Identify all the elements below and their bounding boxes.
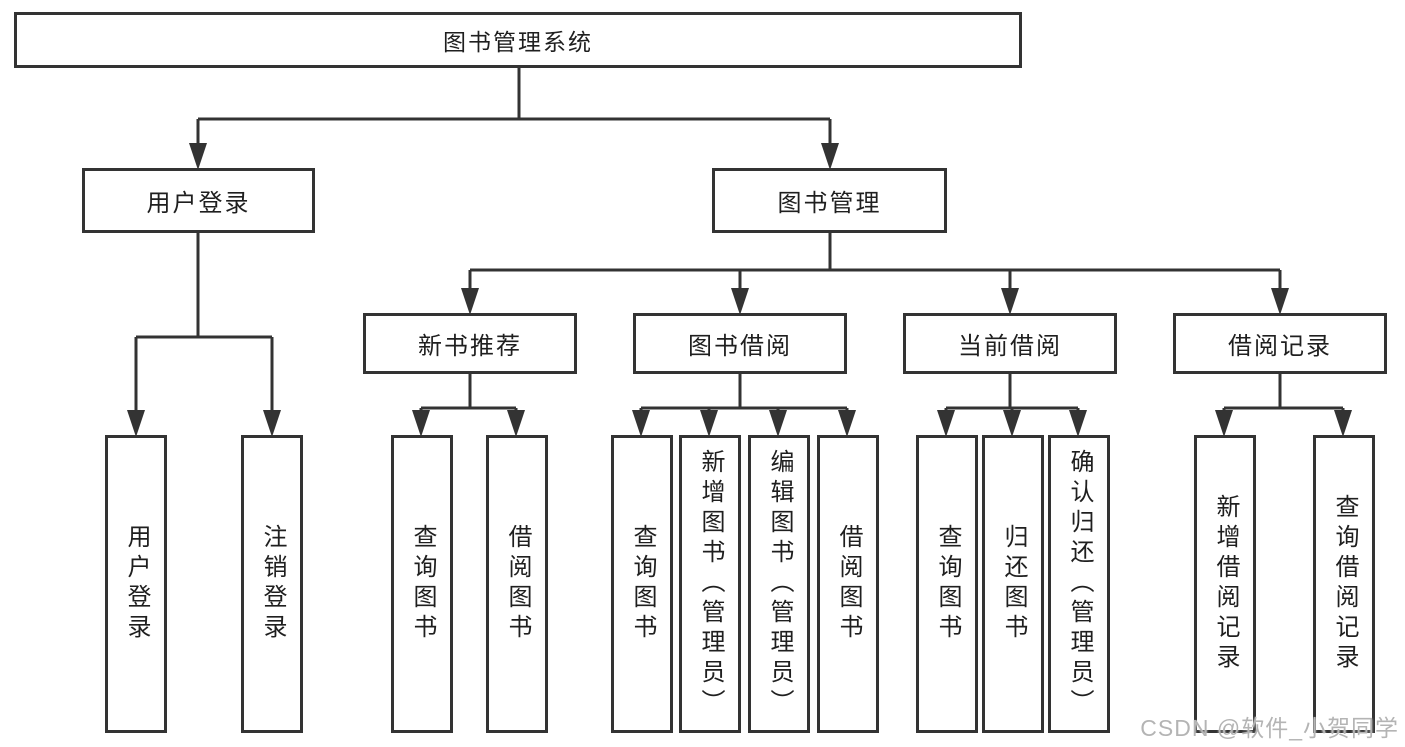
node-borrow-books-borrowing: 借阅图书 [817,435,879,733]
node-add-books-admin: 新增图书（管理员） [679,435,741,733]
node-label: 查询图书 [409,524,436,644]
node-book-management: 图书管理 [712,168,947,233]
node-confirm-return-admin: 确认归还（管理员） [1048,435,1110,733]
connector-line-group [134,68,1345,414]
borrowrecord-to-leaves-connector [1222,374,1345,414]
node-label: 用户登录 [123,524,150,644]
node-label: 查询借阅记录 [1331,494,1358,674]
node-label: 借阅图书 [504,524,531,644]
bookmgmt-to-level3-connector [468,233,1282,290]
arrowhead-icon [769,410,787,437]
node-label: 新增借阅记录 [1212,494,1239,674]
arrowhead-icon [412,410,430,437]
node-label: 图书管理系统 [443,29,593,55]
node-label: 归还图书 [1000,524,1027,644]
node-user-login: 用户登录 [82,168,315,233]
node-query-books-recommend: 查询图书 [391,435,453,733]
node-label: 借阅记录 [1228,333,1332,360]
node-label: 借阅图书 [835,524,862,644]
arrowhead-icon [507,410,525,437]
arrowhead-icon [263,410,281,437]
node-user-login-leaf: 用户登录 [105,435,167,733]
node-label: 查询图书 [629,524,656,644]
node-label: 注销登录 [259,524,286,644]
node-label: 新增图书（管理员） [697,449,724,719]
node-label: 新书推荐 [418,333,522,360]
newbook-to-leaves-connector [419,374,518,414]
node-logout: 注销登录 [241,435,303,733]
node-label: 用户登录 [146,190,251,217]
node-borrowing-records: 借阅记录 [1173,313,1387,374]
node-library-management-system: 图书管理系统 [14,12,1022,68]
arrowhead-icon [189,143,207,170]
node-new-book-recommendation: 新书推荐 [363,313,577,374]
node-query-borrow-record: 查询借阅记录 [1313,435,1375,733]
root-to-level2-connector [196,68,832,146]
arrowhead-icon [1003,410,1021,437]
arrowhead-icon [838,410,856,437]
node-return-books: 归还图书 [982,435,1044,733]
arrowhead-icon [731,288,749,315]
node-book-borrowing: 图书借阅 [633,313,847,374]
arrowhead-icon [461,288,479,315]
node-label: 查询图书 [934,524,961,644]
node-label: 图书借阅 [688,333,792,360]
node-edit-books-admin: 编辑图书（管理员） [748,435,810,733]
arrowhead-icon [1215,410,1233,437]
node-label: 图书管理 [777,190,882,217]
arrowhead-icon [1069,410,1087,437]
node-query-books-current: 查询图书 [916,435,978,733]
arrowhead-icon [1271,288,1289,315]
node-label: 确认归还（管理员） [1066,449,1093,719]
currentborrow-to-leaves-connector [944,374,1080,414]
node-label: 编辑图书（管理员） [766,449,793,719]
node-add-borrow-record: 新增借阅记录 [1194,435,1256,733]
userlogin-to-leaves-connector [134,233,274,412]
bookborrow-to-leaves-connector [639,374,849,414]
csdn-watermark: CSDN @软件_小贺同学 [1140,715,1399,741]
node-query-books-borrowing: 查询图书 [611,435,673,733]
node-label: 当前借阅 [958,333,1062,360]
arrowhead-group [127,143,1352,437]
arrowhead-icon [127,410,145,437]
arrowhead-icon [937,410,955,437]
arrowhead-icon [821,143,839,170]
arrowhead-icon [1001,288,1019,315]
arrowhead-icon [700,410,718,437]
arrowhead-icon [1334,410,1352,437]
arrowhead-icon [632,410,650,437]
node-borrow-books-recommend: 借阅图书 [486,435,548,733]
node-current-borrowing: 当前借阅 [903,313,1117,374]
